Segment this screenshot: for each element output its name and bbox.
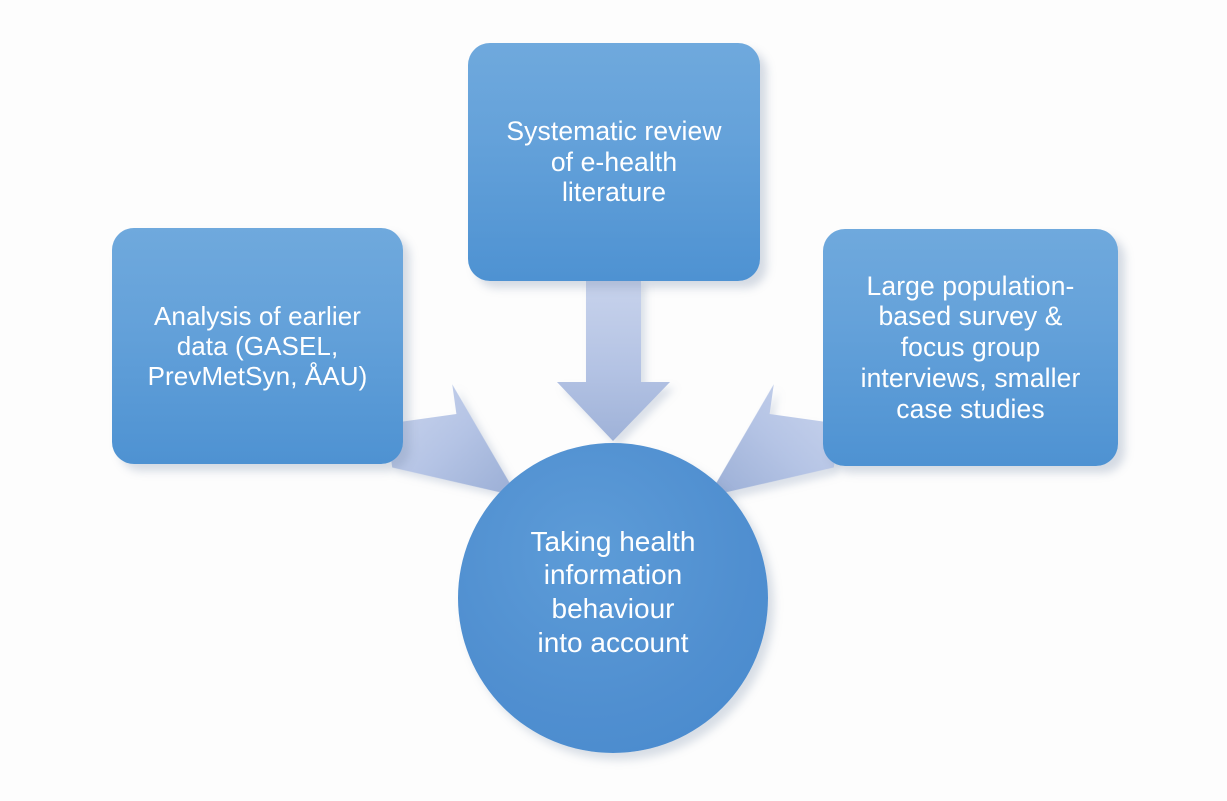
node-analysis-of-earlier-data[interactable]: Analysis of earlier data (GASEL, PrevMet… (112, 228, 403, 464)
node-systematic-review-label: Systematic review of e-health literature (506, 115, 722, 208)
node-systematic-review[interactable]: Systematic review of e-health literature (468, 43, 760, 281)
node-large-population-based-survey-label: Large population- based survey & focus g… (860, 270, 1081, 424)
arrow-top-to-center (557, 278, 670, 441)
node-taking-health-information-behaviour-into-account[interactable]: Taking health information behaviour into… (458, 443, 768, 753)
node-large-population-based-survey[interactable]: Large population- based survey & focus g… (823, 229, 1118, 466)
node-center-label: Taking health information behaviour into… (530, 525, 696, 658)
node-analysis-of-earlier-data-label: Analysis of earlier data (GASEL, PrevMet… (147, 300, 368, 392)
